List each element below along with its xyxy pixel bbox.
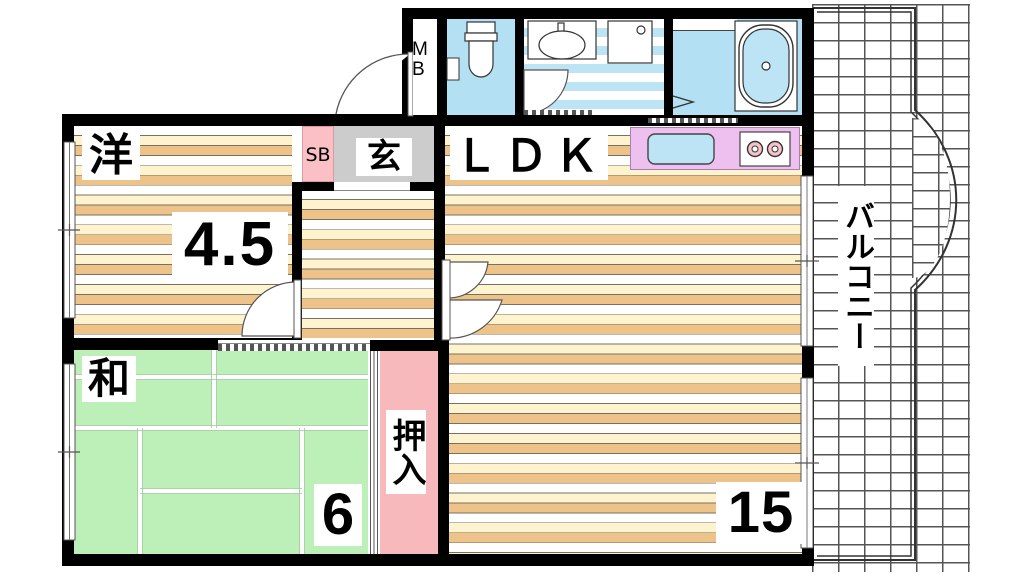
bathtub-fixture bbox=[734, 20, 798, 112]
western-room-door-swing[interactable] bbox=[240, 279, 302, 342]
wall-washroom-right bbox=[664, 8, 673, 115]
western-room-label: 洋 bbox=[82, 132, 140, 180]
western-room-size: 4.5 bbox=[172, 212, 288, 278]
toilet-paper-holder bbox=[446, 57, 460, 81]
wall-closet-top bbox=[368, 340, 448, 351]
washroom-threshold bbox=[524, 110, 592, 115]
wall-ldk-left-lower bbox=[438, 340, 449, 566]
japanese-room-label: 和 bbox=[82, 356, 136, 402]
kitchen-sink bbox=[647, 133, 715, 165]
wall-western-hallway bbox=[292, 190, 302, 340]
wall-mb-right bbox=[437, 8, 447, 115]
entrance-threshold bbox=[334, 182, 410, 191]
bath-entry-marker bbox=[672, 95, 696, 109]
closet-sliding-doors[interactable] bbox=[368, 350, 380, 554]
tatami-door-track bbox=[218, 340, 370, 344]
two-burner-stove bbox=[739, 131, 791, 167]
entrance-door-swing[interactable] bbox=[330, 51, 416, 118]
wall-top-left-block bbox=[62, 114, 442, 126]
meter-box bbox=[413, 19, 437, 115]
kitchen-vent-strip bbox=[648, 118, 738, 123]
tatami-sliding-door[interactable] bbox=[218, 344, 370, 351]
hallway-floor bbox=[298, 190, 438, 338]
balcony-tiles bbox=[812, 4, 970, 572]
window-ldk-balcony-upper[interactable] bbox=[795, 175, 819, 347]
balcony-area bbox=[812, 4, 970, 572]
ldk-door-swing[interactable] bbox=[441, 259, 514, 342]
wall-toilet-right bbox=[515, 8, 524, 115]
japanese-room-size: 6 bbox=[314, 484, 362, 546]
washing-machine-pan bbox=[607, 20, 653, 64]
wall-top-water-block bbox=[402, 8, 814, 19]
ldk-label: ＬＤＫ bbox=[450, 134, 608, 180]
balcony-label: バルコニー bbox=[838, 186, 874, 366]
meter-box-label: MB bbox=[412, 39, 428, 80]
wall-ldk-top bbox=[438, 115, 814, 126]
bathroom-shelf bbox=[673, 19, 737, 31]
window-japanese-room[interactable] bbox=[58, 363, 80, 541]
shoe-box-floor bbox=[302, 126, 334, 182]
closet-label: 押入 bbox=[386, 410, 426, 494]
wall-hallway-ldk bbox=[434, 126, 445, 340]
shoe-box-label: SB bbox=[305, 144, 331, 167]
entrance-label: 玄 bbox=[356, 138, 412, 176]
window-western-room[interactable] bbox=[58, 141, 80, 319]
washbasin-fixture bbox=[527, 20, 597, 60]
toilet-fixture bbox=[464, 21, 498, 78]
ldk-size: 15 bbox=[716, 482, 806, 544]
